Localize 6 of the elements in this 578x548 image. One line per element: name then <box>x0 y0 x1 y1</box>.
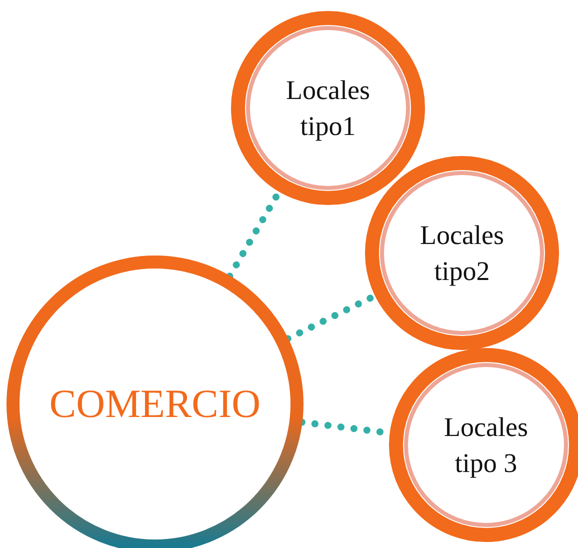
node-title: COMERCIO <box>49 380 261 428</box>
node-label: Locales tipo1 <box>285 74 371 143</box>
circle-node <box>364 155 560 351</box>
node-label: Locales tipo 3 <box>443 410 529 480</box>
node-label: Locales tipo2 <box>419 218 505 288</box>
circle-node <box>230 10 426 206</box>
